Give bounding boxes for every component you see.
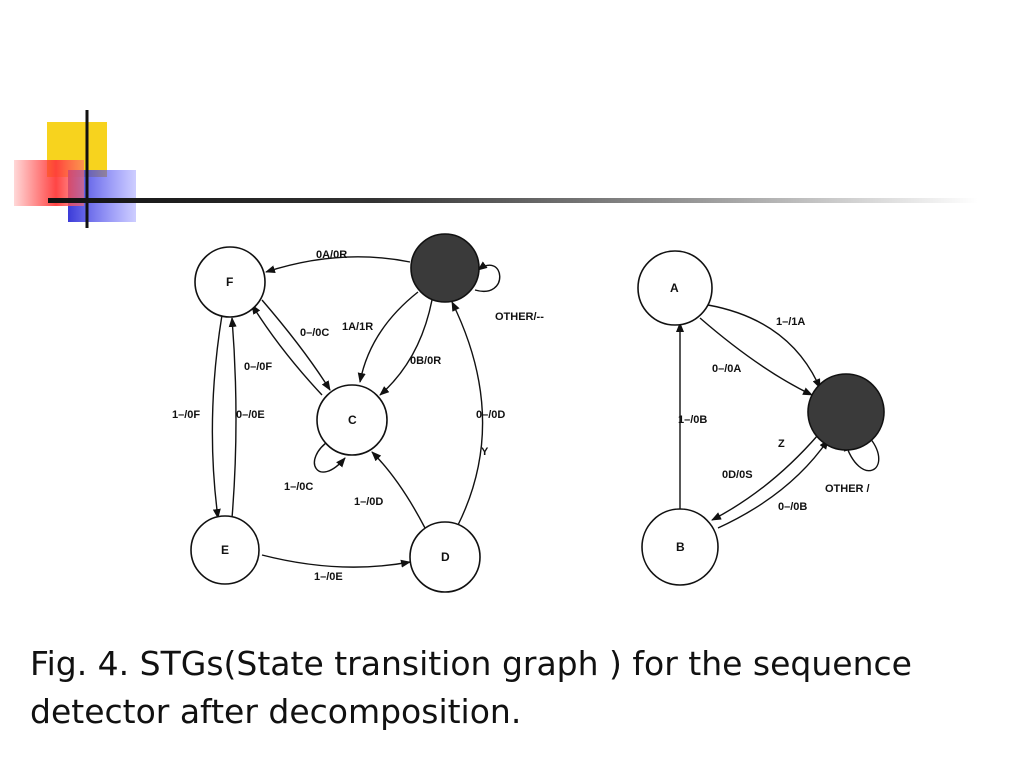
label-b-to-a: 1–/0B — [678, 414, 707, 426]
edge-a-to-z-1 — [707, 304, 821, 389]
node-label-c: C — [348, 413, 357, 427]
state-f — [194, 246, 266, 318]
state-transition-diagram: F C E D 0A/0R OTHER/-- 0–/0C 1A/1R 0B/0R… — [172, 233, 885, 593]
label-a-to-z-1: 1–/1A — [776, 316, 805, 328]
node-label-a: A — [670, 281, 679, 295]
header-rule — [48, 198, 978, 203]
node-label-b: B — [676, 540, 685, 554]
label-d-to-c: 1–/0D — [354, 496, 383, 508]
label-self-z: OTHER / — [825, 483, 870, 495]
edge-f-to-e — [211, 314, 223, 519]
edge-self-s — [474, 261, 501, 293]
label-z: Z — [778, 438, 785, 450]
label-y: Y — [481, 446, 489, 458]
edge-z-to-b — [711, 434, 819, 521]
label-d-to-s: 0–/0D — [476, 409, 505, 421]
state-d — [409, 521, 481, 593]
label-e-to-f: 0–/0E — [236, 409, 265, 421]
edge-b-to-z — [717, 439, 829, 529]
state-z-dark — [807, 373, 885, 451]
edge-f-to-c — [261, 299, 331, 391]
caption-line-2: detector after decomposition. — [30, 692, 522, 731]
state-b — [641, 508, 719, 586]
node-label-d: D — [441, 550, 450, 564]
edge-s-to-c-1 — [357, 291, 419, 383]
edge-e-to-d — [261, 554, 411, 568]
state-s-dark — [410, 233, 480, 303]
caption-line-1: Fig. 4. STGs(State transition graph ) fo… — [30, 644, 912, 683]
edge-d-to-c — [371, 451, 426, 529]
edge-s-to-c-2 — [379, 299, 433, 396]
label-f-to-e: 1–/0F — [172, 409, 200, 421]
state-e — [190, 515, 260, 585]
slide-logo — [14, 110, 136, 228]
edge-d-to-s — [451, 301, 484, 526]
edge-a-to-z-2 — [699, 317, 813, 396]
label-s-to-f: 0A/0R — [316, 249, 347, 261]
edge-c-to-f — [251, 304, 323, 396]
label-f-to-c: 0–/0C — [300, 327, 329, 339]
label-self-s: OTHER/-- — [495, 311, 544, 323]
label-s-to-c-2: 0B/0R — [410, 355, 441, 367]
label-e-to-d: 1–/0E — [314, 571, 343, 583]
label-z-to-b: 0D/0S — [722, 469, 753, 481]
label-a-to-z-2: 0–/0A — [712, 363, 741, 375]
node-label-f: F — [226, 275, 233, 289]
figure-caption: Fig. 4. STGs(State transition graph ) fo… — [30, 640, 1000, 736]
edge-e-to-f — [228, 317, 237, 519]
label-s-to-c-1: 1A/1R — [342, 321, 373, 333]
edge-s-to-f — [265, 256, 411, 274]
node-label-e: E — [221, 543, 229, 557]
label-b-to-z: 0–/0B — [778, 501, 807, 513]
state-a — [637, 250, 713, 326]
label-self-c: 1–/0C — [284, 481, 313, 493]
edge-self-c — [313, 439, 346, 473]
label-c-to-f: 0–/0F — [244, 361, 272, 373]
edge-self-z — [843, 437, 880, 472]
state-c — [316, 384, 388, 456]
